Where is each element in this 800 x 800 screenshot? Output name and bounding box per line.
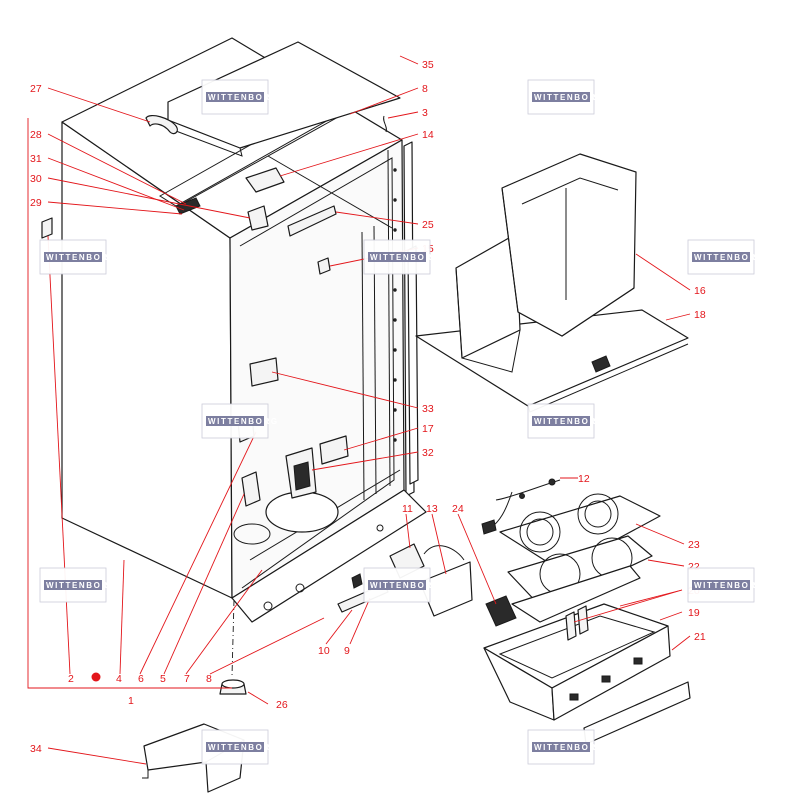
cable-harness <box>481 478 561 535</box>
svg-text:WITTENBORG: WITTENBORG <box>208 743 279 752</box>
bracket-mid <box>249 357 279 387</box>
callout-22: 22 <box>688 561 700 573</box>
watermark-logo: WITTENBORG <box>527 729 605 765</box>
watermark-logo: WITTENBORG <box>363 567 441 603</box>
callout-32: 32 <box>422 447 434 459</box>
bracket-17 <box>319 435 349 465</box>
svg-text:WITTENBORG: WITTENBORG <box>370 581 441 590</box>
callout-28: 28 <box>30 129 42 141</box>
svg-text:WITTENBORG: WITTENBORG <box>46 581 117 590</box>
watermark-logo: WITTENBORG <box>201 729 279 765</box>
callout-21: 21 <box>694 631 706 643</box>
callout-labels: 35 27 8 3 14 28 31 30 29 25 15 16 18 33 … <box>30 59 706 755</box>
callout-27: 27 <box>30 83 42 95</box>
callout-23: 23 <box>688 539 700 551</box>
callout-13: 13 <box>426 503 438 515</box>
callout-4: 4 <box>116 673 122 685</box>
svg-text:WITTENBORG: WITTENBORG <box>534 93 605 102</box>
callout-8-bottom: 8 <box>206 673 212 685</box>
svg-text:WITTENBORG: WITTENBORG <box>208 417 279 426</box>
watermark-logo: WITTENBORG <box>363 239 441 275</box>
callout-29: 29 <box>30 197 42 209</box>
side-block <box>41 217 53 239</box>
bracket-top <box>245 167 285 193</box>
clip <box>383 115 387 133</box>
fan-plates <box>499 493 661 623</box>
svg-text:WITTENBORG: WITTENBORG <box>694 581 765 590</box>
callout-12: 12 <box>578 473 590 485</box>
callout-25: 25 <box>422 219 434 231</box>
svg-text:WITTENBORG: WITTENBORG <box>534 743 605 752</box>
callout-26: 26 <box>276 699 288 711</box>
drip-tray <box>483 603 691 745</box>
hinge-parts <box>247 205 269 231</box>
svg-text:WITTENBORG: WITTENBORG <box>694 253 765 262</box>
watermarks: WITTENBORG WITTENBORG WITTENBORG WITTENB… <box>39 79 765 765</box>
callout-30: 30 <box>30 173 42 185</box>
callout-17: 17 <box>422 423 434 435</box>
callout-35: 35 <box>422 59 434 71</box>
watermark-logo: WITTENBORG <box>687 567 765 603</box>
watermark-logo: WITTENBORG <box>201 79 279 115</box>
clip-side <box>317 257 331 275</box>
bracket-left-lower <box>241 471 261 507</box>
marker-dot <box>91 672 101 682</box>
callout-9: 9 <box>344 645 350 657</box>
callout-6: 6 <box>138 673 144 685</box>
callout-2: 2 <box>68 673 74 685</box>
callout-11: 11 <box>402 503 413 515</box>
callout-5: 5 <box>160 673 166 685</box>
callout-24: 24 <box>452 503 464 515</box>
watermark-logo: WITTENBORG <box>201 403 279 439</box>
bracket-holes <box>287 205 337 237</box>
callout-33: 33 <box>422 403 434 415</box>
leader-lines <box>27 55 691 765</box>
svg-text:WITTENBORG: WITTENBORG <box>46 253 117 262</box>
foot <box>219 599 247 695</box>
rail-holes <box>393 168 397 442</box>
handle <box>145 114 178 135</box>
svg-text:WITTENBORG: WITTENBORG <box>534 417 605 426</box>
callout-10: 10 <box>318 645 330 657</box>
callout-16: 16 <box>694 285 706 297</box>
bin-assembly <box>415 153 689 413</box>
svg-text:WITTENBORG: WITTENBORG <box>208 93 279 102</box>
watermark-logo: WITTENBORG <box>527 403 605 439</box>
callout-31: 31 <box>30 153 42 165</box>
svg-text:WITTENBORG: WITTENBORG <box>370 253 441 262</box>
callout-14: 14 <box>422 129 434 141</box>
control-board <box>419 561 473 617</box>
callout-7: 7 <box>184 673 190 685</box>
watermark-logo: WITTENBORG <box>687 239 765 275</box>
callout-3: 3 <box>422 107 428 119</box>
top-lid <box>167 41 401 149</box>
watermark-logo: WITTENBORG <box>39 239 117 275</box>
callout-18: 18 <box>694 309 706 321</box>
watermark-logo: WITTENBORG <box>527 79 605 115</box>
watermark-logo: WITTENBORG <box>39 567 117 603</box>
callout-34: 34 <box>30 743 42 755</box>
sensor-part <box>485 595 517 627</box>
callout-8-top: 8 <box>422 83 428 95</box>
callout-19: 19 <box>688 607 700 619</box>
callout-1: 1 <box>128 695 134 707</box>
